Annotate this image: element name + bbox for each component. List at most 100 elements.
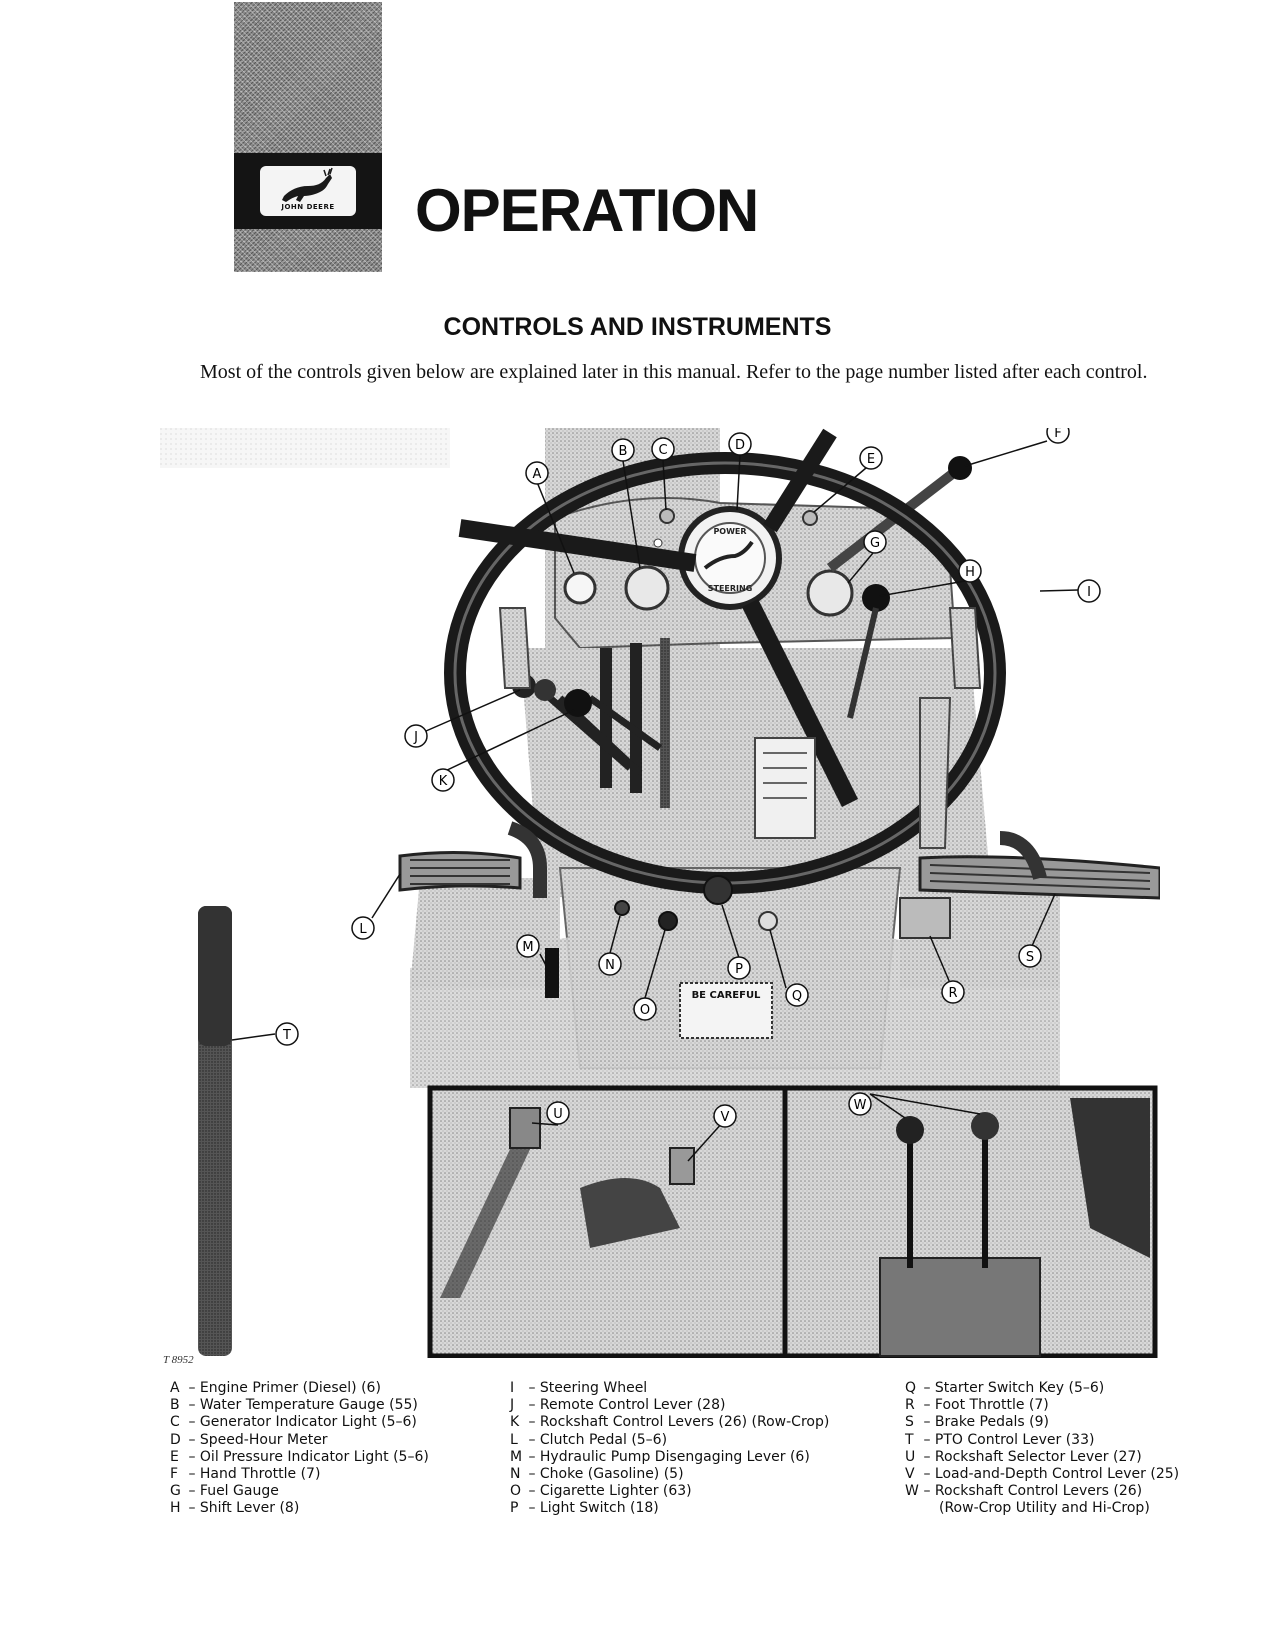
svg-text:C: C [658,443,667,458]
legend-item: B – Water Temperature Gauge (55) [170,1397,429,1414]
legend-dash: – [184,1466,200,1483]
legend-item: H – Shift Lever (8) [170,1500,429,1517]
callout-s: S [1018,944,1042,968]
svg-text:A: A [533,467,542,482]
legend-dash: – [919,1431,935,1448]
legend-item: O – Cigarette Lighter (63) [510,1483,829,1500]
meter-deer-icon [703,540,754,570]
callout-t: T [275,1022,299,1046]
legend-code: O [510,1483,522,1500]
legend-code: T [905,1431,914,1448]
legend-text: Fuel Gauge [199,1483,279,1500]
svg-text:N: N [605,958,615,973]
callout-f: F [1046,428,1070,444]
callout-j: J [404,724,428,748]
callout-k: K [431,768,455,792]
meter-text-top: POWER [713,527,746,536]
shift-lever-knob [862,584,890,612]
legend-dash: – [524,1414,540,1431]
legend-text: Foot Throttle (7) [934,1397,1049,1414]
legend-dash: – [184,1500,200,1517]
legend-text: Shift Lever (8) [199,1500,300,1517]
callout-e: E [859,446,883,470]
svg-text:I: I [1087,585,1091,600]
legend-dash: – [184,1483,200,1500]
legend-code: S [905,1414,914,1431]
callout-n: N [598,952,622,976]
legend-dash: – [184,1397,200,1414]
legend-item: N – Choke (Gasoline) (5) [510,1466,829,1483]
svg-text:F: F [1054,428,1061,441]
legend-code: P [510,1500,519,1517]
rockshaft-selector [509,1107,541,1149]
svg-text:S: S [1026,950,1034,965]
lever-slot-1 [600,648,612,788]
legend-text: Oil Pressure Indicator Light (5–6) [199,1448,429,1465]
legend-code: C [170,1414,180,1431]
be-careful-sign [679,982,773,1039]
sign-text: BE CAREFUL [692,990,761,1001]
svg-text:R: R [948,986,957,1001]
callout-q: Q [785,983,809,1007]
legend-code: V [905,1466,915,1483]
logo-text: JOHN DEERE [281,203,335,211]
legend-dash: – [524,1483,540,1500]
water-temp-gauge [624,565,670,611]
legend-code: R [905,1397,915,1414]
legend-item: S – Brake Pedals (9) [905,1414,1179,1431]
legend-code: M [510,1448,523,1465]
hand-throttle-knob [948,456,972,480]
legend-code: H [170,1500,181,1517]
legend-code: B [170,1397,180,1414]
svg-text:Q: Q [792,989,802,1004]
legend-item: D – Speed-Hour Meter [170,1432,429,1449]
legend-code: I [510,1380,515,1396]
legend-dash: – [524,1431,540,1448]
callout-p: P [727,956,751,980]
legend-code: L [510,1431,518,1448]
oil-pressure-light [802,510,818,526]
legend-dash: – [524,1380,540,1396]
legend-dash: – [184,1431,200,1448]
legend-text: Starter Switch Key (5–6) [934,1380,1105,1396]
legend-item: G – Fuel Gauge [170,1483,429,1500]
engine-primer-knob [563,571,597,605]
legend-item: Q – Starter Switch Key (5–6) [905,1380,1179,1397]
legend-text: Rockshaft Control Levers (26) (Row-Crop) [539,1414,830,1431]
legend-dash: – [524,1466,540,1483]
callout-l: L [351,916,375,940]
legend-text: Water Temperature Gauge (55) [199,1397,418,1414]
legend-item: L – Clutch Pedal (5–6) [510,1432,829,1449]
legend-item: E – Oil Pressure Indicator Light (5–6) [170,1449,429,1466]
starter-switch [758,911,778,931]
legend-item: W – Rockshaft Control Levers (26) [905,1483,1179,1500]
legend-dash: – [184,1414,200,1431]
generator-light [659,508,675,524]
leader-lines [231,440,1079,1162]
light-switch [703,875,733,905]
svg-text:M: M [522,940,533,955]
deer-icon [282,167,333,202]
legend-text: Brake Pedals (9) [934,1414,1050,1431]
legend-code: K [510,1414,520,1431]
legend-text: Hand Throttle (7) [199,1466,321,1483]
svg-text:B: B [619,444,628,459]
choke-knob [614,900,630,916]
legend-code: G [170,1483,181,1500]
svg-text:E: E [867,452,875,467]
column-decal [754,737,816,839]
legend-item: A – Engine Primer (Diesel) (6) [170,1380,429,1397]
clutch-pedal [398,850,522,892]
callout-d: D [728,432,752,456]
foot-throttle [899,897,951,939]
controls-diagram: POWER STEERING BE CAREFUL [160,428,1160,1358]
legend-code: D [170,1431,181,1448]
legend-item: U – Rockshaft Selector Lever (27) [905,1449,1179,1466]
legend-dash: – [524,1500,540,1517]
callout-v: V [713,1104,737,1128]
legend-code: A [170,1380,180,1396]
wheel-spoke-bottom [741,598,859,808]
legend-code: F [170,1466,179,1483]
legend-item: V – Load-and-Depth Control Lever (25) [905,1466,1179,1483]
